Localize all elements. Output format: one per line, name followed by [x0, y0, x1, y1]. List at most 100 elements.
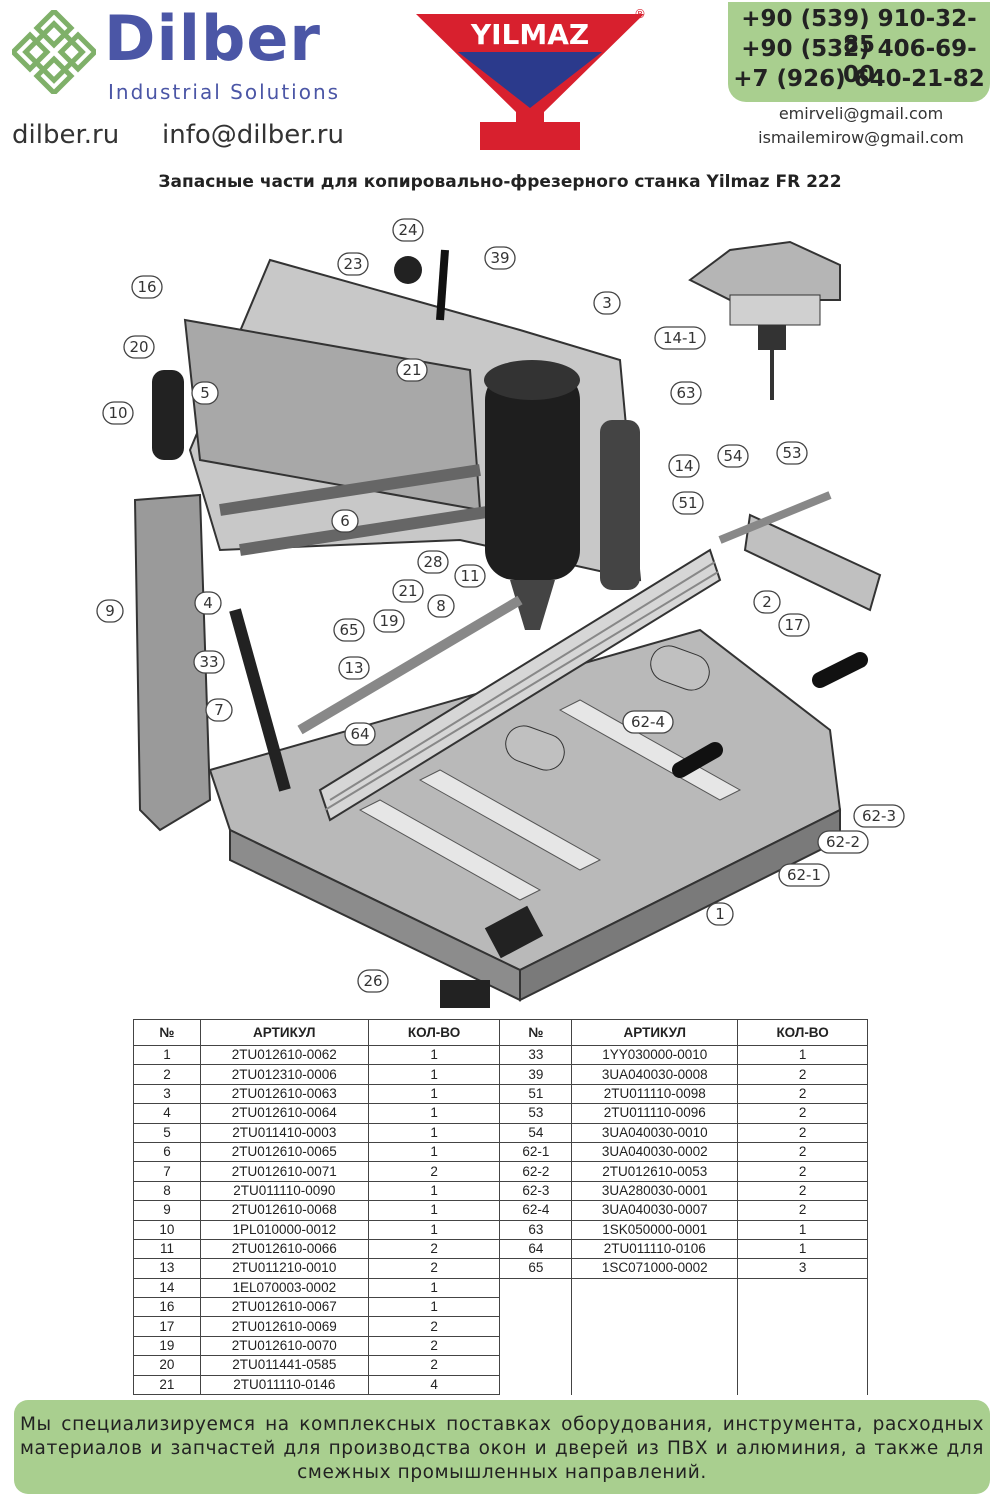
callout-label: 39 — [490, 249, 509, 267]
yilmaz-logo: YILMAZ ® — [416, 7, 646, 150]
callout-54: 54 — [717, 444, 749, 468]
cell-number: 62-2 — [499, 1161, 573, 1182]
email-link[interactable]: info@dilber.ru — [162, 120, 344, 150]
cell-number — [499, 1278, 573, 1298]
callout-26: 26 — [357, 969, 389, 993]
cell-number: 63 — [499, 1219, 573, 1240]
contact-email-1[interactable]: emirveli@gmail.com — [778, 104, 944, 123]
cell-number: 64 — [499, 1238, 573, 1260]
callout-63: 63 — [670, 381, 702, 405]
phone-3[interactable]: +7 (926) 640-21-82 — [733, 66, 985, 92]
cell-article — [571, 1355, 739, 1376]
cell-number: 6 — [133, 1141, 201, 1163]
cell-article: 2TU012610-0053 — [571, 1161, 739, 1182]
callout-label: 11 — [460, 567, 479, 585]
cell-number: 51 — [499, 1083, 573, 1105]
cell-number: 11 — [133, 1238, 201, 1260]
callout-label: 13 — [344, 659, 363, 677]
callout-13: 13 — [338, 656, 370, 680]
callout-label: 17 — [784, 616, 803, 634]
callout-label: 63 — [676, 384, 695, 402]
cell-quantity: 1 — [367, 1044, 501, 1066]
cell-article: 2TU012610-0069 — [199, 1316, 369, 1337]
cell-number — [499, 1297, 573, 1317]
cell-number: 20 — [133, 1355, 201, 1376]
cell-article: 1PL010000-0012 — [199, 1219, 369, 1240]
cell-number: 9 — [133, 1200, 201, 1221]
callout-4: 4 — [194, 591, 222, 615]
footer-text: Мы специализируемся на комплексных поста… — [20, 1414, 984, 1483]
cell-article: 1SK050000-0001 — [571, 1219, 739, 1240]
cell-article: 3UA040030-0002 — [571, 1141, 739, 1163]
callout-label: 64 — [350, 725, 369, 743]
cell-quantity — [737, 1355, 868, 1376]
callout-64: 64 — [344, 722, 376, 746]
callout-label: 62-2 — [826, 833, 860, 851]
cell-quantity: 1 — [367, 1297, 501, 1318]
callout-20: 20 — [123, 335, 155, 359]
callout-label: 9 — [105, 602, 115, 620]
header-article: АРТИКУЛ — [199, 1019, 369, 1046]
callout-label: 65 — [339, 621, 358, 639]
cell-article: 2TU011410-0003 — [199, 1122, 369, 1143]
cell-number: 8 — [133, 1180, 201, 1202]
cell-number — [499, 1316, 573, 1337]
callout-5: 5 — [191, 381, 219, 405]
header-number: № — [133, 1019, 201, 1046]
callout-14-1: 14-1 — [654, 326, 706, 350]
cell-number — [499, 1336, 573, 1356]
cell-quantity: 1 — [367, 1103, 501, 1124]
brand-name: Dilber — [104, 2, 321, 75]
machine-drawing — [133, 240, 882, 1008]
callout-label: 53 — [782, 444, 801, 462]
cell-quantity: 1 — [367, 1200, 501, 1221]
callout-label: 16 — [137, 278, 156, 296]
callout-label: 62-4 — [631, 713, 665, 731]
callout-62-3: 62-3 — [853, 804, 905, 828]
cell-number: 62-3 — [499, 1180, 573, 1202]
cell-number: 10 — [133, 1219, 201, 1240]
cell-number: 1 — [133, 1044, 201, 1066]
cell-quantity: 2 — [367, 1258, 501, 1279]
callout-2: 2 — [753, 590, 781, 614]
callout-label: 10 — [108, 404, 127, 422]
svg-text:®: ® — [634, 7, 646, 21]
contact-email-2[interactable]: ismailemirow@gmail.com — [758, 128, 964, 147]
cell-quantity: 2 — [367, 1161, 501, 1182]
brand-subtitle: Industrial Solutions — [108, 80, 341, 104]
callout-7: 7 — [205, 698, 233, 722]
cell-quantity — [737, 1336, 868, 1356]
cell-quantity: 1 — [367, 1064, 501, 1085]
cell-article — [571, 1278, 739, 1298]
callout-62-4: 62-4 — [622, 710, 674, 734]
cell-article: 2TU012610-0067 — [199, 1297, 369, 1318]
footer-banner: Мы специализируемся на комплексных поста… — [14, 1400, 990, 1494]
phone-2[interactable]: +90 (532) 406-69-00 — [741, 36, 977, 88]
cell-number: 16 — [133, 1297, 201, 1318]
callout-label: 21 — [402, 361, 421, 379]
callout-label: 7 — [214, 701, 224, 719]
cell-quantity: 2 — [367, 1355, 501, 1376]
cell-article: 1EL070003-0002 — [199, 1277, 369, 1299]
phone-1[interactable]: +90 (539) 910-32-85 — [741, 6, 977, 58]
site-link[interactable]: dilber.ru — [12, 120, 120, 150]
callout-51: 51 — [672, 491, 704, 515]
callout-21: 21 — [396, 358, 428, 382]
callout-label: 14 — [674, 457, 693, 475]
callout-39: 39 — [484, 246, 516, 270]
cell-number: 2 — [133, 1064, 201, 1085]
callout-53: 53 — [776, 441, 808, 465]
callout-10: 10 — [102, 401, 134, 425]
cell-number: 62-1 — [499, 1141, 573, 1163]
cell-quantity: 1 — [367, 1219, 501, 1240]
cell-quantity: 2 — [367, 1316, 501, 1337]
callout-62-2: 62-2 — [817, 830, 869, 854]
